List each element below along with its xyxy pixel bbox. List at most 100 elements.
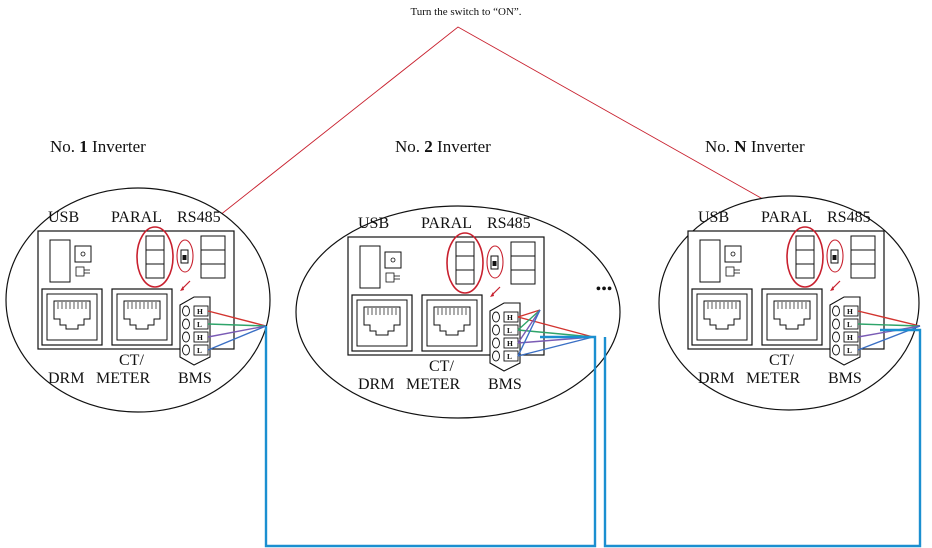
rs485-terminal [200,235,226,279]
reset-button-dot [80,251,86,257]
switch-highlight [486,245,504,279]
drm-label: DRM [48,370,84,387]
cable-2-to-n [603,328,922,548]
bms-arrow-icon [830,280,841,291]
rs485-terminal [850,235,876,279]
usb-port [49,239,71,283]
ct-label-line1: CT/ [429,358,454,375]
bms-arrow-icon [490,286,501,297]
switch-highlight [176,239,194,273]
usb-label: USB [358,215,389,232]
ct-label-line2: METER [96,370,151,387]
bms-wire [517,309,541,357]
inverter-number: N [734,137,747,156]
drm-port [691,288,753,346]
bms-pin-label: L [197,320,202,329]
bms-wire [857,325,921,338]
dip-switch [180,249,189,264]
rs485-terminal [510,241,536,285]
inverter-title-suffix: Inverter [747,137,805,156]
cable-1-to-2 [264,326,597,548]
ct-label-line2: METER [406,376,461,393]
bms-cables [264,326,922,548]
bms-pin-label: L [847,320,852,329]
ct-label-line2: METER [746,370,801,387]
paral-terminal [145,235,165,279]
small-connector-icon [75,266,90,277]
reset-button-dot [390,257,396,263]
small-connector-icon [385,272,400,283]
inverter-title-prefix: No. [395,137,424,156]
paral-terminal [455,241,475,285]
inverter-title: No. 2 Inverter [395,137,491,156]
bms-wire [207,325,267,338]
inverter-number: 2 [424,137,433,156]
bms-wires [857,310,921,351]
bms-wire [517,309,541,318]
ct-label-line1: CT/ [119,352,144,369]
bms-arrow-icon [180,280,191,291]
dip-switch [490,255,499,270]
bms-label: BMS [828,370,862,387]
inverter-title-suffix: Inverter [88,137,146,156]
paral-highlight [786,226,824,288]
bms-wire [857,310,921,327]
bms-pin-label: L [507,326,512,335]
paral-highlight [136,226,174,288]
bms-pin-label: L [197,346,202,355]
rs485-label: RS485 [177,209,221,226]
bms-label: BMS [488,376,522,393]
usb-label: USB [48,209,79,226]
bms-wire-out [517,316,594,338]
paral-highlight [446,232,484,294]
drm-port [351,294,413,352]
inverter-title: No. 1 Inverter [50,137,146,156]
rs485-label: RS485 [827,209,871,226]
bms-pin-label: H [507,313,513,322]
bms-wire-out [517,336,594,357]
annotation-connector [185,26,847,247]
inverter-title-prefix: No. [705,137,734,156]
ct-label-line1: CT/ [769,352,794,369]
annotation-text: Turn the switch to “ON”. [410,6,521,18]
bms-pin-label: L [847,346,852,355]
bms-pin-label: H [197,307,203,316]
bms-wire [207,310,267,327]
inverter-title-suffix: Inverter [433,137,491,156]
bms-pin-label: H [197,333,203,342]
bms-label: BMS [178,370,212,387]
bms-pin-label: L [507,352,512,361]
bms-wires [207,310,267,351]
switch-highlight [826,239,844,273]
drm-label: DRM [358,376,394,393]
inverter-title: No. N Inverter [705,137,805,156]
small-connector-icon [725,266,740,277]
bms-wire [207,325,267,351]
usb-port [699,239,721,283]
ct-meter-port [111,288,173,346]
paral-terminal [795,235,815,279]
reset-button-dot [730,251,736,257]
paral-label: PARAL [761,209,812,226]
bms-pin-label: H [847,307,853,316]
inverter-title-prefix: No. [50,137,79,156]
bms-wire [857,323,921,327]
usb-port [359,245,381,289]
bms-wire [517,309,541,331]
inverter-number: 1 [79,137,88,156]
rs485-label: RS485 [487,215,531,232]
more-inverters-ellipsis: ••• [596,281,613,298]
ct-meter-port [421,294,483,352]
drm-port [41,288,103,346]
bms-pin-label: H [507,339,513,348]
paral-label: PARAL [111,209,162,226]
bms-wire [517,309,541,344]
ct-meter-port [761,288,823,346]
